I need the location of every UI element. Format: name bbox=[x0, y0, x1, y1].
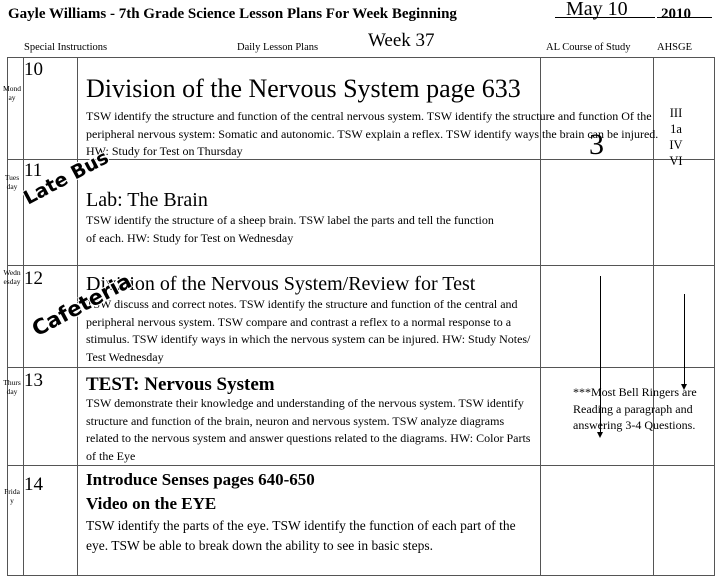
day-number: 13 bbox=[24, 370, 43, 391]
col-divider bbox=[540, 57, 541, 575]
day-label-monday: Monday bbox=[3, 84, 21, 103]
row-divider bbox=[7, 159, 715, 160]
day-number: 11 bbox=[24, 160, 43, 181]
week-number: Week 37 bbox=[368, 30, 435, 51]
day-label-tuesday: Tuesday bbox=[4, 173, 20, 192]
col-header-daily: Daily Lesson Plans bbox=[237, 42, 319, 53]
down-arrow-icon bbox=[597, 432, 603, 438]
col-header-special: Special Instructions bbox=[24, 42, 108, 53]
col-divider bbox=[7, 57, 8, 575]
week-month: May 10 bbox=[566, 0, 628, 20]
day-label-wednesday: Wednesday bbox=[3, 268, 21, 287]
lesson-text: TSW demonstrate their knowledge and unde… bbox=[86, 396, 531, 463]
row-divider bbox=[7, 465, 715, 466]
lesson-title: Division of the Nervous System page 633 bbox=[86, 74, 521, 103]
lesson-title: TEST: Nervous System bbox=[86, 374, 275, 395]
lesson-text: TSW identify the structure of a sheep br… bbox=[86, 213, 494, 245]
arrow-line bbox=[684, 294, 685, 386]
col-divider bbox=[714, 57, 715, 575]
col-divider bbox=[23, 57, 24, 575]
ahsge-item: III bbox=[669, 106, 683, 120]
document-title: Gayle Williams - 7th Grade Science Lesso… bbox=[8, 6, 457, 22]
col-header-ahsge: AHSGE bbox=[657, 42, 693, 53]
arrow-line bbox=[600, 276, 601, 434]
lesson-text: TSW identify the parts of the eye. TSW i… bbox=[86, 518, 516, 553]
row-divider bbox=[7, 57, 715, 58]
row-divider bbox=[7, 265, 715, 266]
col-divider bbox=[653, 57, 654, 575]
week-year: 2010 bbox=[661, 6, 691, 22]
month-underline bbox=[555, 17, 655, 18]
lesson-title: Lab: The Brain bbox=[86, 189, 208, 211]
col-header-course: AL Course of Study bbox=[546, 42, 631, 53]
day-label-thursday: Thursday bbox=[3, 378, 21, 397]
ahsge-list: III 1a IV VI bbox=[661, 105, 691, 169]
year-underline bbox=[657, 17, 712, 18]
day-number: 10 bbox=[24, 59, 43, 80]
course-standard: 3 bbox=[589, 128, 604, 161]
down-arrow-icon bbox=[681, 384, 687, 390]
day-label-friday: Friday bbox=[4, 487, 20, 506]
ahsge-item: 1a bbox=[670, 122, 682, 136]
day-number: 12 bbox=[24, 268, 43, 289]
lesson-text: TSW discuss and correct notes. TSW ident… bbox=[86, 297, 531, 364]
col-divider bbox=[77, 57, 78, 575]
ahsge-item: IV bbox=[669, 138, 683, 152]
lesson-title: Division of the Nervous System/Review fo… bbox=[86, 273, 476, 295]
day-number: 14 bbox=[24, 474, 43, 495]
bell-ringer-note: ***Most Bell Ringers are Reading a parag… bbox=[573, 385, 697, 432]
lesson-title: Introduce Senses pages 640-650 bbox=[86, 470, 315, 489]
lesson-text: TSW identify the structure and function … bbox=[86, 109, 659, 158]
lesson-subtitle: Video on the EYE bbox=[86, 494, 217, 513]
ahsge-item: VI bbox=[669, 154, 683, 168]
row-divider bbox=[7, 367, 715, 368]
